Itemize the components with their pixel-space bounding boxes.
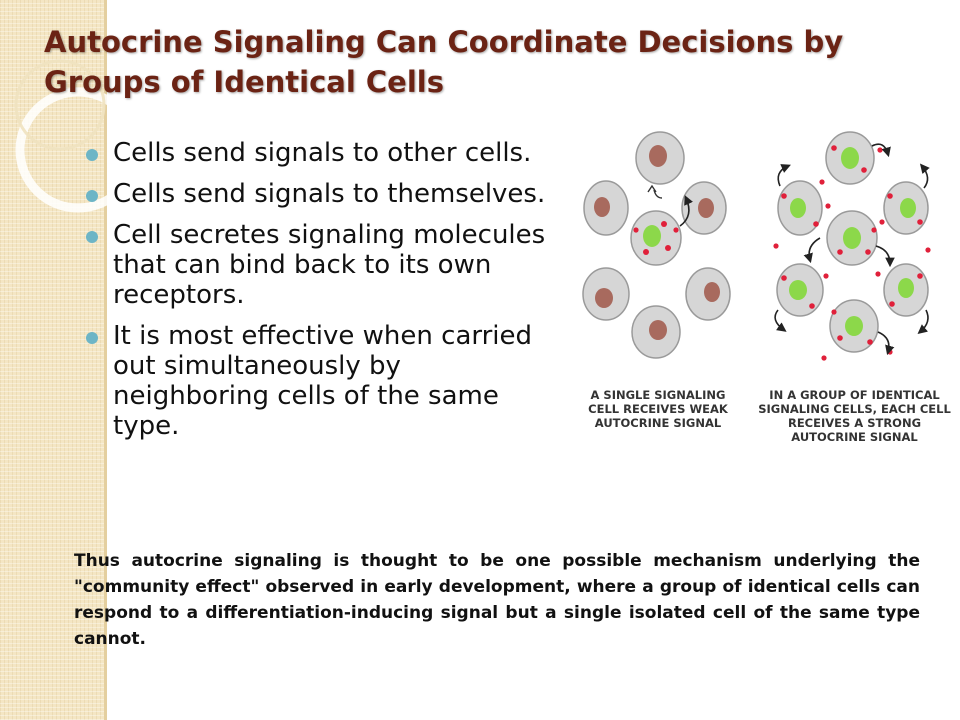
bullet-item: Cells send signals to themselves. — [86, 179, 546, 209]
bullet-item: Cell secretes signaling molecules that c… — [86, 220, 546, 310]
bullet-item: Cells send signals to other cells. — [86, 138, 546, 168]
figure-caption-right: IN A GROUP OF IDENTICAL SIGNALING CELLS,… — [758, 388, 951, 444]
figure-caption-left: A SINGLE SIGNALING CELL RECEIVES WEAK AU… — [588, 388, 728, 430]
group-signaling-cells-panel — [773, 131, 931, 361]
bullet-text: Cells send signals to themselves. — [113, 179, 546, 209]
bullet-text: Cells send signals to other cells. — [113, 138, 532, 168]
autocrine-signaling-figure — [582, 131, 931, 361]
bullet-dot-icon — [86, 332, 98, 344]
bullet-dot-icon — [86, 149, 98, 161]
bullet-dot-icon — [86, 190, 98, 202]
single-signaling-cell-panel — [582, 131, 731, 359]
band-edge — [104, 0, 107, 720]
bullet-dot-icon — [86, 231, 98, 243]
decorative-circles — [14, 59, 141, 213]
slide-title: Autocrine Signaling Can Coordinate Decis… — [44, 25, 844, 99]
bullet-text: Cell secretes signaling molecules that c… — [113, 220, 546, 310]
bullet-list: Cells send signals to other cells. Cells… — [86, 138, 546, 452]
summary-paragraph: Thus autocrine signaling is thought to b… — [74, 551, 920, 649]
bullet-item: It is most effective when carried out si… — [86, 321, 546, 441]
bullet-text: It is most effective when carried out si… — [113, 321, 533, 441]
